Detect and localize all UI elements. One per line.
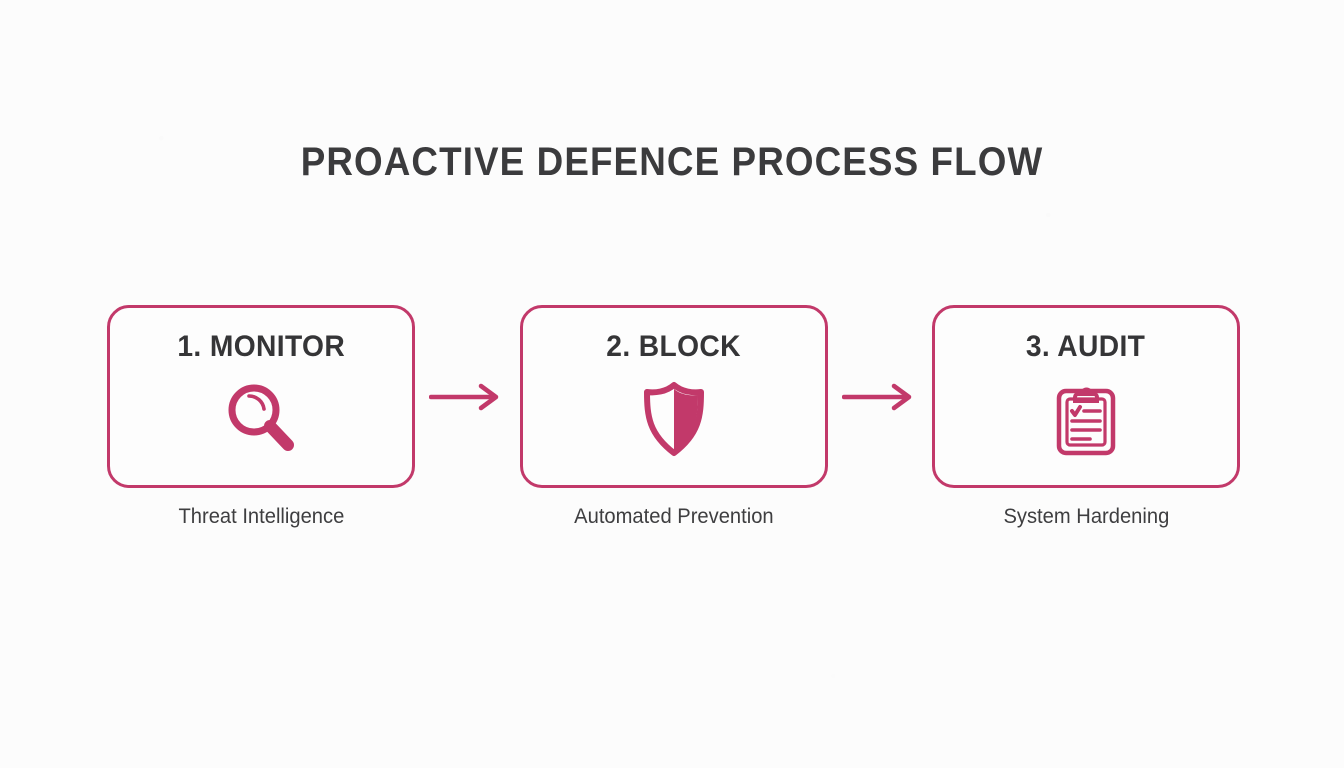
step-title-block: 2. BLOCK [606,330,741,363]
step-caption-monitor: Threat Intelligence [178,505,344,528]
flow-step-audit[interactable]: 3. AUDIT [932,305,1240,529]
shield-icon [631,376,717,462]
process-flow: 1. MONITOR Threat Intelligence [107,305,1240,550]
magnifying-glass-icon [218,376,304,462]
step-title-audit: 3. AUDIT [1026,330,1146,363]
page-title: PROACTIVE DEFENCE PROCESS FLOW [300,140,1044,184]
step-caption-block: Automated Prevention [573,505,774,528]
step-card-monitor[interactable]: 1. MONITOR [107,305,415,488]
flow-step-block[interactable]: 2. BLOCK Automated Prevention [519,305,828,529]
step-card-block[interactable]: 2. BLOCK [519,305,828,488]
arrow-right-icon-1 [419,305,515,488]
arrow-right-icon-2 [832,305,928,488]
flow-step-monitor[interactable]: 1. MONITOR Threat Intelligence [107,305,415,529]
step-card-audit[interactable]: 3. AUDIT [932,305,1240,488]
clipboard-checklist-icon [1043,376,1129,462]
step-title-monitor: 1. MONITOR [177,330,345,363]
step-caption-audit: System Hardening [1003,505,1169,528]
